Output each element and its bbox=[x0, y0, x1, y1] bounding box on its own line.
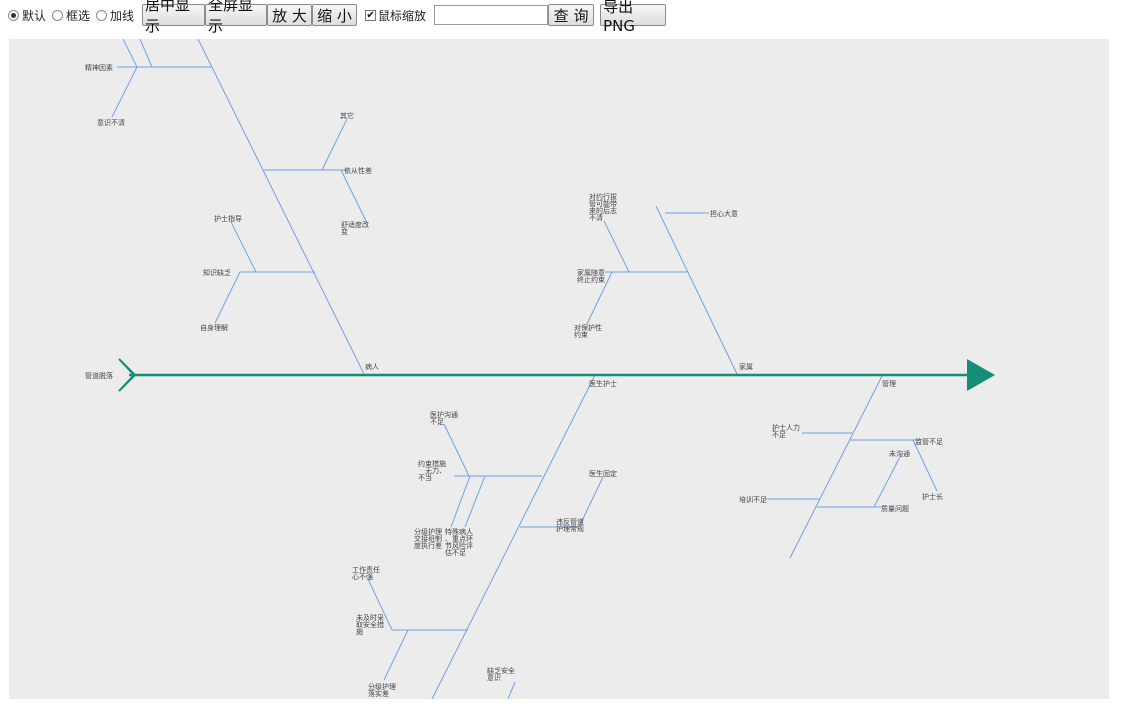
label-level-weak: 分级护理落实差 bbox=[368, 682, 396, 698]
mode-box-label: 框选 bbox=[66, 8, 91, 23]
head-label: 管道脱落 bbox=[85, 371, 113, 380]
label-other: 其它 bbox=[340, 111, 354, 120]
search-input[interactable] bbox=[434, 5, 549, 25]
label-training: 培训不足 bbox=[739, 495, 767, 504]
label-work-resp: 工作责任心不强 bbox=[352, 565, 380, 581]
label-violate: 违反管道护理常规 bbox=[556, 517, 584, 533]
mode-line-radio[interactable] bbox=[96, 9, 108, 21]
wheel-zoom-label: 鼠标缩放 bbox=[378, 8, 427, 23]
label-supervise: 监管不足 bbox=[915, 437, 943, 446]
spine-head-arrow bbox=[967, 359, 995, 391]
label-head-nurse: 护士长 bbox=[922, 492, 943, 501]
label-lack-safety: 缺乏安全意识 bbox=[487, 666, 515, 682]
label-level-care: 分级护理交接班制度执行差 bbox=[414, 527, 442, 550]
toolbar: 默认 框选 加线 居中显示 全屏显示 放 大 缩 小 ✔ 鼠标缩放 查 询 导出… bbox=[6, 0, 667, 35]
label-family-lines: 对约行拔管可能带来的后志不清 bbox=[589, 192, 617, 222]
label-family: 家属 bbox=[739, 362, 753, 371]
label-doctor-fix: 医生固定 bbox=[589, 469, 617, 478]
wheel-zoom-checkbox[interactable]: ✔ bbox=[365, 9, 377, 21]
label-worry: 担心大意 bbox=[710, 209, 738, 218]
label-special: 特殊病人、重点环节风险评估不足 bbox=[445, 527, 473, 557]
label-unclear: 意识不清 bbox=[97, 118, 125, 127]
mode-line-label: 加线 bbox=[110, 8, 135, 23]
fishbone-diagram: 管道脱落 精神因素 意识不清 其它 依从性差 舒适度改变 护士指导 知识缺乏 自… bbox=[85, 39, 995, 699]
label-family-stop: 家属随意终止约束 bbox=[577, 268, 605, 284]
label-restraint: 约束措施无力、不当 bbox=[418, 459, 446, 482]
label-mental: 精神因素 bbox=[85, 63, 113, 72]
label-comfort: 舒适度改变 bbox=[341, 220, 369, 236]
label-manpower: 护士人力不足 bbox=[772, 423, 800, 439]
label-compliance: 依从性差 bbox=[344, 166, 372, 175]
mode-line-option[interactable]: 加线 bbox=[94, 7, 136, 24]
zoom-in-button[interactable]: 放 大 bbox=[267, 4, 313, 26]
label-mgmt: 管理 bbox=[882, 379, 896, 388]
label-knowledge: 知识缺乏 bbox=[203, 268, 231, 277]
mode-box-radio[interactable] bbox=[52, 9, 64, 21]
label-nurse-guide: 护士指导 bbox=[214, 214, 242, 223]
center-display-button[interactable]: 居中显示 bbox=[142, 0, 206, 35]
zoom-out-button[interactable]: 缩 小 bbox=[312, 4, 358, 26]
bone-family bbox=[655, 205, 738, 375]
label-no-safety: 未及时采取安全措施 bbox=[356, 613, 384, 636]
query-button[interactable]: 查 询 bbox=[548, 4, 595, 26]
branch-lines bbox=[111, 39, 938, 699]
export-png-button[interactable]: 导出PNG bbox=[600, 0, 667, 35]
bone-patient bbox=[197, 39, 365, 375]
label-no-comm: 未沟通 bbox=[889, 449, 910, 458]
mode-box-option[interactable]: 框选 bbox=[50, 7, 92, 24]
mode-default-radio[interactable] bbox=[8, 9, 19, 21]
label-self-understand: 自身理解 bbox=[200, 323, 228, 332]
spine-tail-arrow bbox=[118, 358, 137, 392]
diagram-canvas[interactable]: 管道脱落 精神因素 意识不清 其它 依从性差 舒适度改变 护士指导 知识缺乏 自… bbox=[9, 39, 1109, 699]
label-family-nurse: 对保护性约束 bbox=[574, 323, 602, 339]
mode-default-option[interactable]: 默认 bbox=[6, 7, 48, 24]
fullscreen-button[interactable]: 全屏显示 bbox=[205, 0, 268, 35]
label-quality: 质量问题 bbox=[881, 504, 909, 513]
mode-default-label: 默认 bbox=[22, 8, 47, 23]
bone-doctor-nurse bbox=[431, 374, 596, 699]
bone-management bbox=[789, 375, 883, 559]
wheel-zoom-option[interactable]: ✔ 鼠标缩放 bbox=[365, 7, 428, 24]
label-doctor-nurse: 医生护士 bbox=[589, 379, 617, 388]
label-patient: 病人 bbox=[365, 362, 379, 371]
label-comm: 医护沟通不足 bbox=[430, 410, 458, 426]
